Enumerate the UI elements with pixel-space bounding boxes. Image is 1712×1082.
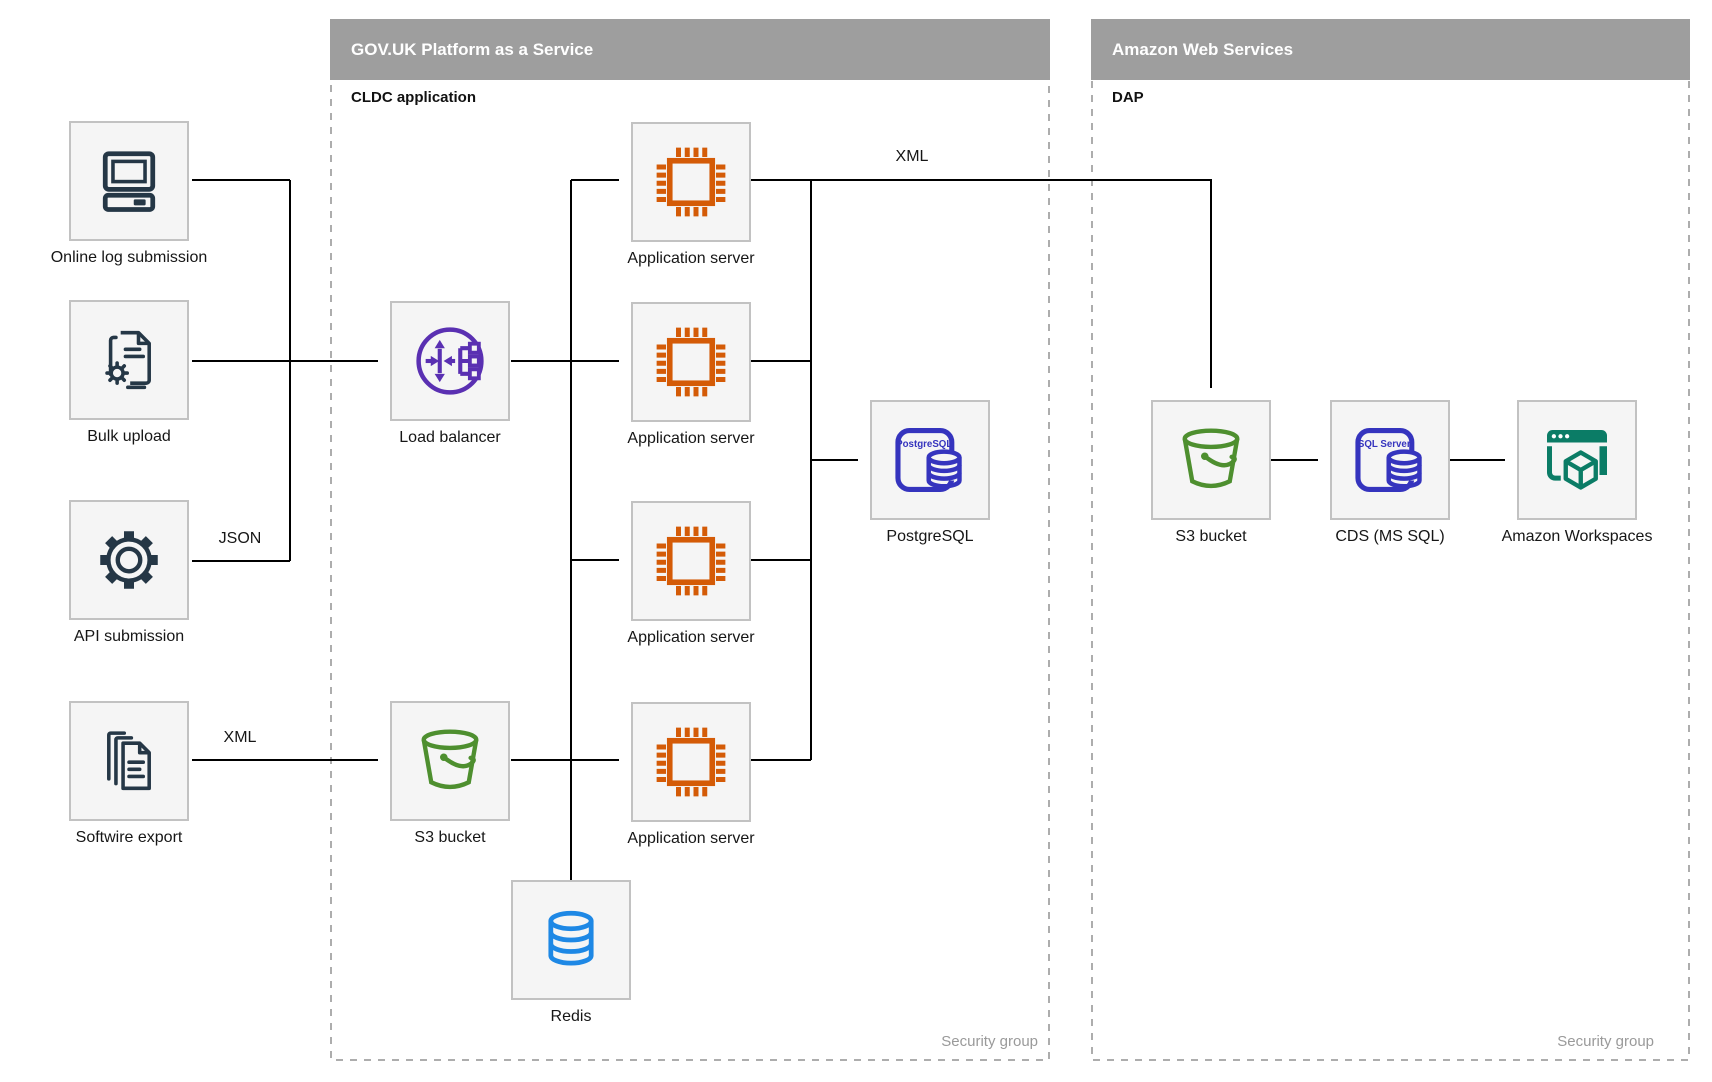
load-balancer-box <box>390 301 510 421</box>
node-softwire-export: Softwire export <box>69 701 189 846</box>
app-server-3-box <box>631 501 751 621</box>
online-log-submission-box <box>69 121 189 241</box>
api-submission-box <box>69 500 189 620</box>
edge-label-json: JSON <box>218 530 262 547</box>
node-label: Application server <box>627 830 755 847</box>
node-label: Application server <box>627 629 755 646</box>
bulk-upload-box <box>69 300 189 420</box>
documents-stack-icon <box>107 731 151 791</box>
chip-icon <box>656 727 726 797</box>
node-label: Amazon Workspaces <box>1501 528 1653 545</box>
node-label: API submission <box>73 628 185 645</box>
edge-label-xml-softwire: XML <box>223 729 257 746</box>
amazon-workspaces-box <box>1517 400 1637 520</box>
node-amazon-workspaces: Amazon Workspaces <box>1502 400 1652 545</box>
postgresql-icon-text: PostgreSQL <box>896 439 952 450</box>
node-label: Redis <box>550 1008 592 1025</box>
chip-icon <box>656 147 726 217</box>
connector-xml-to-aws-s3 <box>750 179 1212 388</box>
node-app-server-1: Application server <box>627 122 755 267</box>
paas-container-border <box>330 19 1050 1061</box>
edge-label-xml-aws: XML <box>895 148 929 165</box>
node-app-server-4: Application server <box>627 702 755 847</box>
node-api-submission: API submission <box>69 500 189 645</box>
aws-s3-bucket-box <box>1151 400 1271 520</box>
node-paas-s3-bucket: S3 bucket <box>390 701 510 846</box>
node-redis: Redis <box>511 880 631 1025</box>
node-cds-mssql: SQL Server CDS (MS SQL) <box>1330 400 1450 545</box>
app-server-1-box <box>631 122 751 242</box>
node-bulk-upload: Bulk upload <box>69 300 189 445</box>
chip-icon <box>656 526 726 596</box>
database-cylinder-icon <box>548 910 594 966</box>
node-app-server-2: Application server <box>627 302 755 447</box>
node-aws-s3-bucket: S3 bucket <box>1151 400 1271 545</box>
sql-server-icon-text: SQL Server <box>1358 439 1411 450</box>
node-label: S3 bucket <box>1175 528 1247 545</box>
node-label: Bulk upload <box>87 428 171 445</box>
sql-server-icon: SQL Server <box>1355 427 1422 493</box>
amazon-workspaces-icon <box>1547 430 1607 490</box>
node-online-log-submission: Online log submission <box>51 121 207 266</box>
node-label: PostgreSQL <box>886 528 974 545</box>
node-label: Application server <box>627 250 755 267</box>
node-label: Load balancer <box>399 429 501 446</box>
node-label: CDS (MS SQL) <box>1335 528 1445 545</box>
s3-bucket-icon <box>1182 428 1240 489</box>
s3-bucket-icon <box>421 729 479 790</box>
node-app-server-3: Application server <box>627 501 755 646</box>
postgresql-icon: PostgreSQL <box>895 427 962 493</box>
app-server-2-box <box>631 302 751 422</box>
paas-s3-bucket-box <box>390 701 510 821</box>
node-label: S3 bucket <box>414 829 486 846</box>
postgresql-box: PostgreSQL <box>870 400 990 520</box>
node-label: Application server <box>627 430 755 447</box>
node-load-balancer: Load balancer <box>390 301 510 446</box>
redis-box <box>511 880 631 1000</box>
chip-icon <box>656 327 726 397</box>
node-postgresql: PostgreSQL PostgreSQL <box>870 400 990 545</box>
document-gear-icon <box>105 330 151 390</box>
gear-icon <box>100 531 158 589</box>
cds-mssql-box: SQL Server <box>1330 400 1450 520</box>
desktop-computer-icon <box>102 151 156 212</box>
load-balancer-icon <box>416 327 484 395</box>
app-server-4-box <box>631 702 751 822</box>
softwire-export-box <box>69 701 189 821</box>
node-label: Online log submission <box>50 249 208 266</box>
node-label: Softwire export <box>75 829 183 846</box>
